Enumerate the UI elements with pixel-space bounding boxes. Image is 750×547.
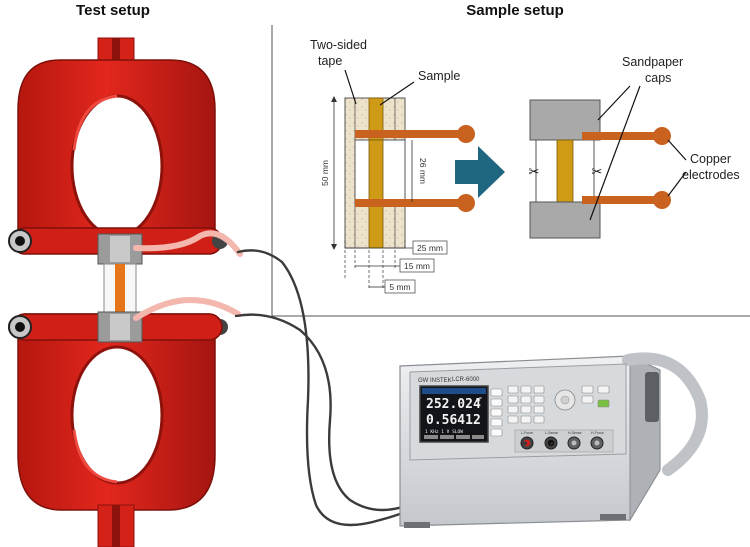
meter-softkey-2[interactable] <box>490 398 503 407</box>
meter-handle <box>622 352 708 476</box>
test-fixture <box>8 37 228 547</box>
label-sample: Sample <box>418 69 460 83</box>
meter-display <box>419 385 489 443</box>
meter-secondary-reading: 0.56412 <box>426 413 481 428</box>
plug-black-lead <box>549 441 554 446</box>
meter-brand: GW INSTEK <box>418 378 452 384</box>
port-label-1: L-Force <box>521 431 533 435</box>
meter-status-line: 1 KHz 1 V SLOW <box>425 429 463 435</box>
meter-softkey-1[interactable] <box>490 388 503 397</box>
meter-keypad[interactable] <box>507 385 610 424</box>
dim-15mm: 15 mm <box>404 261 430 271</box>
dim-50mm: 50 mm <box>320 160 330 186</box>
measurement-cables <box>133 230 554 527</box>
scissors-icon-left: ✂ <box>529 164 540 179</box>
dim-25mm: 25 mm <box>417 243 443 253</box>
sample-with-caps-diagram: ✂ ✂ <box>529 99 671 239</box>
leader-tape <box>344 69 357 105</box>
electrode-lower-right <box>582 196 660 204</box>
leader-cap-bottom <box>589 85 641 221</box>
leader-cap-top <box>597 85 631 121</box>
dim-5mm: 5 mm <box>389 282 410 292</box>
meter-softkey-5[interactable] <box>490 428 503 437</box>
leader-electrode-top <box>667 139 687 161</box>
meter-model: LCR-6000 <box>452 377 480 383</box>
label-two-sided-tape-line2: tape <box>318 54 342 68</box>
meter-softkey-4[interactable] <box>490 418 503 427</box>
meter-primary-reading: 252.024 <box>426 397 481 412</box>
transition-arrow-icon <box>455 146 505 198</box>
meter-primary-unit: pF <box>476 397 482 403</box>
port-label-4: H-Force <box>591 431 604 435</box>
plug-red-lead <box>521 441 528 446</box>
electrode-upper <box>355 130 463 138</box>
port-label-3: H-Sense <box>568 431 582 435</box>
label-sandpaper-caps-line1: Sandpaper <box>622 55 683 69</box>
sample-diagram: 50 mm 26 mm 25 mm 15 mm 5 mm <box>320 96 475 294</box>
label-copper-electrodes-line2: electrodes <box>682 168 740 182</box>
heading-test-setup: Test setup <box>76 2 150 19</box>
scissors-icon-right: ✂ <box>592 164 603 179</box>
leader-electrode-bottom <box>667 171 687 197</box>
label-copper-electrodes-line1: Copper <box>690 152 731 166</box>
meter-softkey-3[interactable] <box>490 408 503 417</box>
leader-sample <box>379 81 415 106</box>
lcr-meter: GW INSTEK LCR-6000 252.024 pF 0.56412 1 … <box>399 352 708 528</box>
heading-sample-setup: Sample setup <box>466 2 564 19</box>
label-sandpaper-caps-line2: caps <box>645 71 671 85</box>
electrode-lower <box>355 199 463 207</box>
sandpaper-cap-bottom <box>529 201 601 239</box>
label-two-sided-tape-line1: Two-sided <box>310 38 367 52</box>
dim-26mm: 26 mm <box>418 158 428 184</box>
port-label-2: L-Sense <box>545 431 558 435</box>
